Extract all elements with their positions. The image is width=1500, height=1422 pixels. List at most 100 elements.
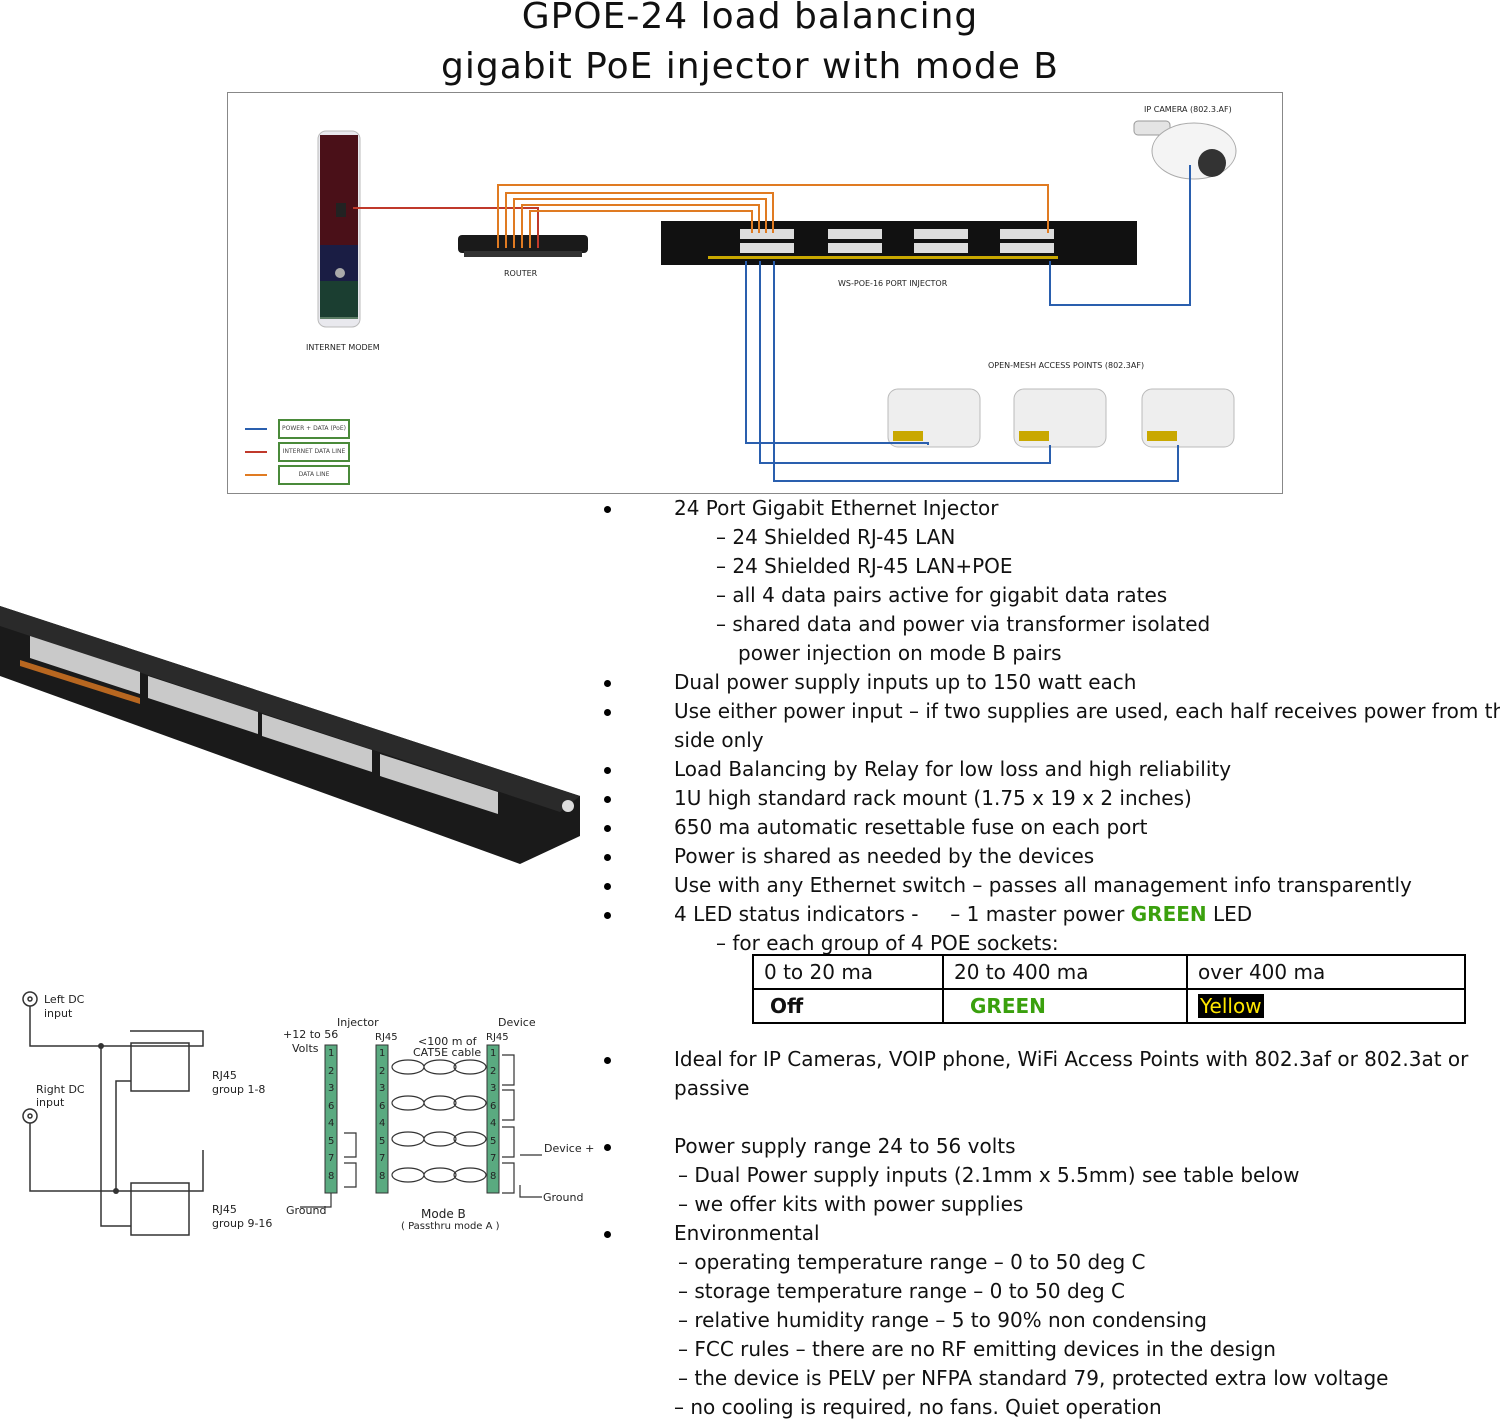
bullet-dot [604, 1057, 611, 1064]
terminal-pin-number: 4 [379, 1118, 386, 1129]
ip-camera-label: IP CAMERA (802.3.AF) [1144, 105, 1232, 114]
bullet-dot [604, 912, 611, 919]
bullet-dot [604, 709, 611, 716]
feature-subitem: – operating temperature range – 0 to 50 … [678, 1250, 1146, 1274]
terminal-pin-number: 7 [328, 1153, 335, 1164]
led-status-table: 0 to 20 ma 20 to 400 ma over 400 ma Off … [752, 954, 1466, 1024]
terminal-pin-number: 5 [379, 1135, 386, 1147]
bullet-dot [604, 1231, 611, 1238]
yellow-status-label: Yellow [1198, 994, 1264, 1018]
table-cell: GREEN [942, 988, 1188, 1024]
terminal-pin-number: 1 [379, 1048, 386, 1059]
terminal-pin-number: 7 [379, 1153, 386, 1164]
network-diagram: IP CAMERA (802.3.AF) ROUTER WS-POE-16 PO… [227, 92, 1283, 494]
terminal-pin-number: 4 [328, 1118, 335, 1129]
legend-poe-label: POWER + DATA (PoE) [278, 419, 350, 439]
legend-internet-label: INTERNET DATA LINE [278, 442, 350, 462]
passthru-label: ( Passthru mode A ) [401, 1221, 500, 1232]
terminal-pin-number: 7 [490, 1153, 497, 1164]
feature-item: Ideal for IP Cameras, VOIP phone, WiFi A… [600, 1045, 1500, 1074]
table-cell: over 400 ma [1186, 954, 1466, 990]
feature-item: Use either power input – if two supplies… [600, 697, 1500, 726]
feature-subitem: – Dual Power supply inputs (2.1mm x 5.5m… [678, 1163, 1300, 1187]
feature-item: Load Balancing by Relay for low loss and… [600, 755, 1500, 784]
rj45-group1-label: RJ45 [212, 1069, 237, 1082]
group2-label: group 9-16 [212, 1217, 273, 1230]
terminal-pin-number: 1 [328, 1048, 335, 1059]
injector-label: WS-POE-16 PORT INJECTOR [838, 279, 948, 288]
terminal-pin-number: 3 [328, 1083, 335, 1094]
group1-label: group 1-8 [212, 1083, 266, 1096]
bullet-dot [604, 854, 611, 861]
table-cell: 20 to 400 ma [942, 954, 1188, 990]
feature-subitem: – we offer kits with power supplies [678, 1192, 1024, 1216]
terminal-pin-number: 8 [379, 1170, 386, 1182]
terminal-pin-number: 2 [379, 1065, 386, 1077]
table-cell: Yellow [1186, 988, 1466, 1024]
device-label: Device [498, 1016, 536, 1029]
mode-b-wiring-diagram [300, 1044, 542, 1208]
feature-item-continued: side only [674, 728, 764, 752]
feature-item: 24 Port Gigabit Ethernet Injector [600, 494, 1500, 523]
terminal-pin-number: 3 [490, 1083, 497, 1094]
feature-item: Environmental [600, 1219, 1500, 1248]
feature-item: 1U high standard rack mount (1.75 x 19 x… [600, 784, 1500, 813]
bullet-dot [604, 796, 611, 803]
bullet-dot [604, 1144, 611, 1151]
feature-item-continued: passive [674, 1076, 750, 1100]
terminal-pin-number: 8 [490, 1170, 497, 1182]
feature-subitem: – no cooling is required, no fans. Quiet… [674, 1395, 1162, 1419]
ground-left-label: Ground [286, 1204, 327, 1217]
ip-camera-image [1133, 120, 1237, 180]
bullet-dot [604, 767, 611, 774]
terminal-pin-number: 2 [328, 1065, 335, 1077]
mode-b-label: Mode B [421, 1207, 466, 1221]
terminal-pin-number: 4 [490, 1118, 497, 1129]
feature-item: 4 LED status indicators - – 1 master pow… [600, 900, 1500, 929]
volts-label: Volts [292, 1042, 319, 1055]
feature-subitem: power injection on mode B pairs [738, 641, 1062, 665]
relay-circuit-diagram [22, 991, 204, 1236]
terminal-pin-number: 1 [490, 1048, 497, 1059]
feature-subitem: – shared data and power via transformer … [716, 612, 1211, 636]
feature-subitem: – for each group of 4 POE sockets: [716, 931, 1059, 955]
access-point-images [887, 388, 1235, 448]
feature-list: 24 Port Gigabit Ethernet Injector – 24 S… [600, 494, 1500, 1422]
router-label: ROUTER [504, 269, 538, 278]
terminal-pin-number: 6 [379, 1100, 386, 1112]
cable-length-label: <100 m of [418, 1035, 477, 1048]
terminal-pin-number: 6 [328, 1100, 335, 1112]
feature-item: Power is shared as needed by the devices [600, 842, 1500, 871]
feature-subitem: – 24 Shielded RJ-45 LAN+POE [716, 554, 1013, 578]
access-points-label: OPEN-MESH ACCESS POINTS (802.3AF) [988, 361, 1145, 370]
feature-subitem: – the device is PELV per NFPA standard 7… [678, 1366, 1389, 1390]
right-dc-input-label: input [36, 1096, 65, 1109]
feature-item: Power supply range 24 to 56 volts [600, 1132, 1500, 1161]
device-rj45-label: RJ45 [486, 1032, 509, 1043]
left-dc-label: Left DC [44, 993, 85, 1006]
table-row: 0 to 20 ma 20 to 400 ma over 400 ma [752, 954, 1466, 990]
injector-product-photo [0, 606, 580, 864]
terminal-pin-number: 5 [328, 1135, 335, 1147]
table-cell: 0 to 20 ma [752, 954, 944, 990]
internet-modem-image [317, 130, 361, 328]
terminal-pin-number: 3 [379, 1083, 386, 1094]
bullet-dot [604, 825, 611, 832]
bullet-dot [604, 506, 611, 513]
feature-subitem: – storage temperature range – 0 to 50 de… [678, 1279, 1125, 1303]
feature-subitem: – FCC rules – there are no RF emitting d… [678, 1337, 1276, 1361]
terminal-pin-number: 8 [328, 1170, 335, 1182]
page-title-line1: GPOE-24 load balancing [521, 0, 979, 37]
device-plus-label: Device + [544, 1142, 595, 1155]
legend-poe-swatch [245, 428, 267, 430]
bullet-dot [604, 883, 611, 890]
modem-label: INTERNET MODEM [306, 343, 380, 352]
bullet-dot [604, 680, 611, 687]
page-title-line2: gigabit PoE injector with mode B [440, 46, 1060, 87]
table-row: Off GREEN Yellow [752, 988, 1466, 1024]
feature-item: 650 ma automatic resettable fuse on each… [600, 813, 1500, 842]
feature-subitem: – relative humidity range – 5 to 90% non… [678, 1308, 1207, 1332]
rj45-group2-label: RJ45 [212, 1203, 237, 1216]
feature-item: Use with any Ethernet switch – passes al… [600, 871, 1500, 900]
terminal-pin-number: 2 [490, 1065, 497, 1077]
